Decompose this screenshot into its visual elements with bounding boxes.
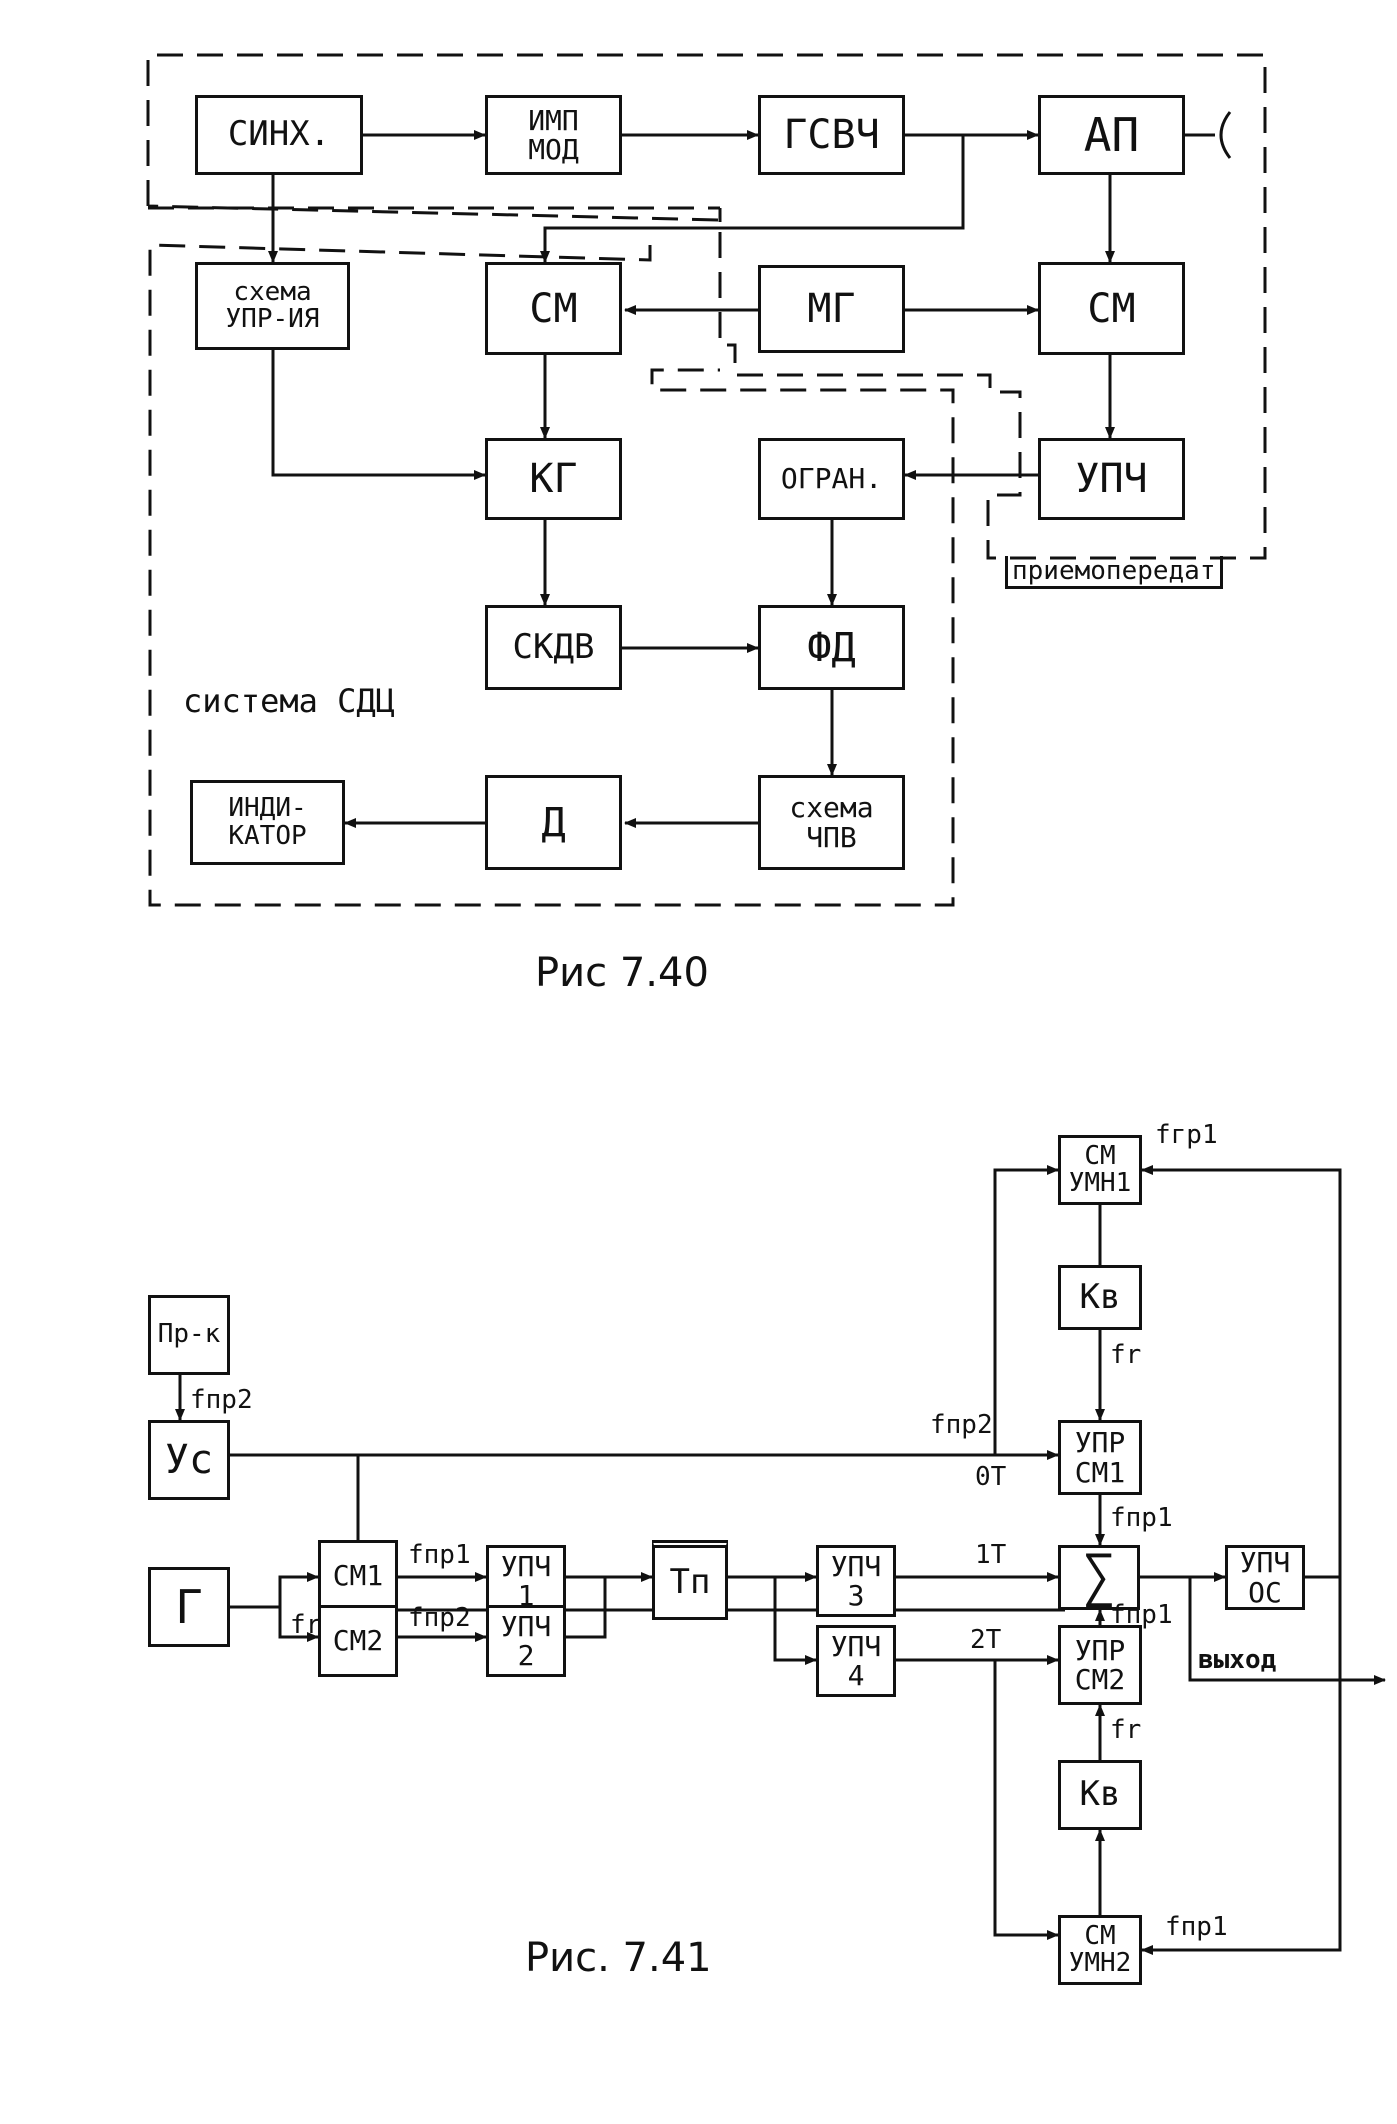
wire-ctrl-kg	[271, 350, 486, 480]
label-f-np2-left: fпр2	[190, 1385, 253, 1415]
block-kv-top: Кв	[1058, 1265, 1142, 1330]
antenna-symbol	[1219, 111, 1232, 159]
label-f-np1-upr2: fпр1	[1110, 1600, 1173, 1630]
label-f-r-bottom: fr	[1110, 1715, 1142, 1745]
block-detector: Д	[485, 775, 622, 870]
block-us: Ус	[148, 1420, 230, 1500]
block-tp: Тп	[652, 1540, 728, 1620]
wire-tp-upch4	[773, 1577, 817, 1665]
block-cm2: СМ2	[318, 1605, 398, 1677]
block-prk: Пр-к	[148, 1295, 230, 1375]
label-f-np1-upr1: fпр1	[1110, 1503, 1173, 1533]
wire-0t-cmum1	[993, 1165, 1059, 1455]
wire-gsvch-mixer	[540, 135, 965, 263]
block-skdv: СКДВ	[485, 605, 622, 690]
label-2t: 2Т	[970, 1625, 1002, 1655]
block-mg: МГ	[758, 265, 905, 353]
label-f-np1-cm1: fпр1	[408, 1540, 471, 1570]
block-kv-bottom: Кв	[1058, 1760, 1142, 1830]
wire-upch2-join	[566, 1577, 607, 1639]
block-gen: Г	[148, 1567, 230, 1647]
figure-caption-7-40: Рис 7.40	[535, 950, 709, 996]
block-sync: СИНХ.	[195, 95, 363, 175]
label-f-np2-right: fпр2	[930, 1410, 993, 1440]
block-fd: ФД	[758, 605, 905, 690]
block-sum: ∑	[1058, 1545, 1140, 1610]
wire-output	[1188, 1577, 1386, 1685]
block-cm1: СМ1	[318, 1540, 398, 1612]
block-indicator: ИНДИ-КАТОР	[190, 780, 345, 865]
block-kg: КГ	[485, 438, 622, 520]
wire-gen-cm1	[278, 1572, 319, 1607]
wire-2t-cmum2	[993, 1660, 1059, 1940]
block-ifa: УПЧ	[1038, 438, 1185, 520]
label-f-rp1-top: fгр1	[1155, 1120, 1218, 1150]
label-f-np1-bottom: fпр1	[1165, 1912, 1228, 1942]
block-limiter: ОГРАН.	[758, 438, 905, 520]
wire-upchos-feedback	[1141, 1165, 1342, 1579]
label-sdc-system: система СДЦ	[183, 682, 395, 720]
label-ot: 0Т	[975, 1462, 1007, 1492]
label-f-r-top: fr	[1110, 1340, 1142, 1370]
sdc-boundary	[148, 243, 955, 907]
label-1t: 1Т	[975, 1540, 1007, 1570]
label-f-r-gen: fr	[290, 1610, 322, 1640]
label-vyhod: выход	[1198, 1645, 1277, 1675]
block-mixer-right: СМ	[1038, 262, 1185, 355]
block-ap: АП	[1038, 95, 1185, 175]
wire-gen-cm2	[278, 1607, 319, 1642]
label-f-np2-cm2: fпр2	[408, 1603, 471, 1633]
block-gsvch: ГСВЧ	[758, 95, 905, 175]
block-mixer-left: СМ	[485, 262, 622, 355]
figure-caption-7-41: Рис. 7.41	[525, 1935, 712, 1981]
label-transceiver: приемопередат	[1005, 556, 1223, 589]
transceiver-boundary	[146, 53, 1267, 560]
wire-upchos-feedback-bottom	[1141, 1577, 1342, 1955]
